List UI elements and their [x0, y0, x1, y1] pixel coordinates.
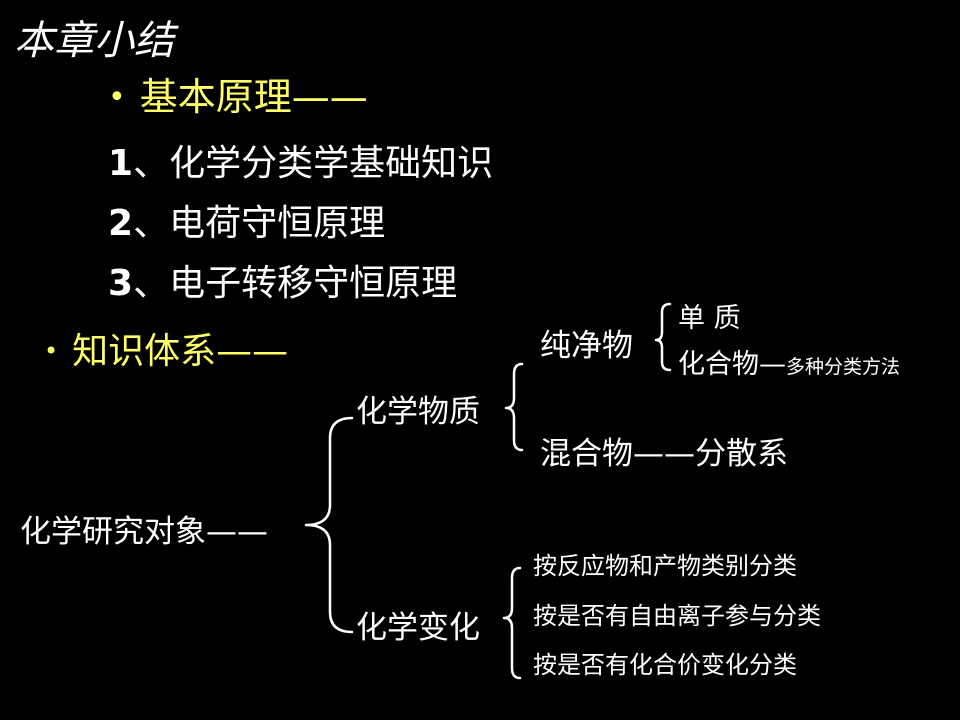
compound-note: 多种分类方法 [786, 356, 901, 378]
bullet-dot: • [44, 337, 59, 365]
principles-heading-text: 基本原理—— [139, 75, 368, 119]
pure-brace [654, 302, 672, 372]
principle-text: 、化学分类学基础知识 [133, 143, 494, 184]
chemical-change-label: 化学变化 [356, 610, 480, 646]
research-object-label: 化学研究对象—— [20, 514, 268, 550]
knowledge-system-heading-text: 知识体系—— [72, 331, 289, 372]
root-brace [304, 416, 354, 634]
element-label: 单 质 [678, 303, 741, 334]
slide-title: 本章小结 [14, 18, 174, 64]
principles-heading: • 基本原理—— [108, 66, 368, 121]
compound-label: 化合物—多种分类方法 [678, 342, 900, 381]
principle-number: 2 [108, 203, 134, 244]
pure-substance-label: 纯净物 [540, 328, 633, 364]
substance-brace [504, 362, 524, 452]
knowledge-system-heading: • 知识体系—— [44, 322, 288, 374]
principle-text: 、电子转移守恒原理 [133, 263, 458, 304]
principle-number: 3 [108, 263, 134, 304]
principle-number: 1 [108, 143, 134, 184]
principle-text: 、电荷守恒原理 [133, 203, 386, 244]
compound-text: 化合物— [678, 349, 786, 380]
principle-item: 1、化学分类学基础知识 [108, 134, 493, 186]
principle-item: 3、电子转移守恒原理 [108, 254, 457, 306]
change-classification-item: 按是否有化合价变化分类 [533, 651, 797, 679]
principle-item: 2、电荷守恒原理 [108, 194, 385, 246]
change-brace [502, 566, 522, 680]
chemical-substance-label: 化学物质 [356, 394, 480, 430]
change-classification-item: 按反应物和产物类别分类 [533, 552, 797, 580]
bullet-dot: • [108, 80, 126, 115]
change-classification-item: 按是否有自由离子参与分类 [533, 602, 821, 630]
mixture-label: 混合物——分散系 [540, 436, 788, 472]
